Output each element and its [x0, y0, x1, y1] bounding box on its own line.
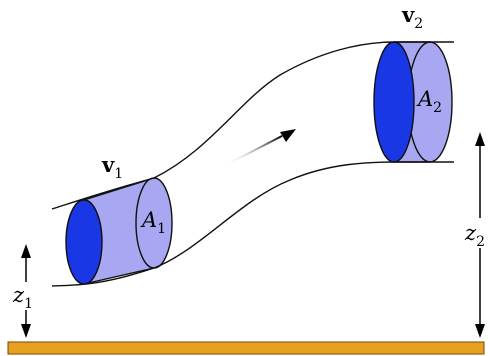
flow-direction-arrow	[223, 135, 283, 167]
A1-label: A1	[140, 208, 166, 237]
z2-label: z2	[464, 221, 485, 250]
z2-arrowhead-down	[475, 324, 485, 338]
v2-label: v2	[401, 2, 423, 32]
v1-label: v1	[101, 152, 123, 182]
z2-arrowhead-up	[475, 132, 485, 146]
z2-label-bg	[463, 218, 488, 248]
z1-label: z1	[12, 283, 33, 312]
section-1-bottom-edge	[83, 267, 155, 285]
z1-arrowhead-down	[21, 324, 31, 338]
section-2-end-face	[373, 41, 415, 163]
z1-arrowhead-up	[21, 244, 31, 258]
z1-label-bg	[10, 282, 46, 310]
flow-arrowhead	[280, 129, 296, 142]
tube-bottom-curve	[51, 161, 454, 287]
A2-label: A2	[416, 87, 442, 116]
section-1-end-face	[65, 199, 103, 285]
ground-reference	[7, 341, 485, 355]
tube-top-curve	[51, 41, 454, 210]
